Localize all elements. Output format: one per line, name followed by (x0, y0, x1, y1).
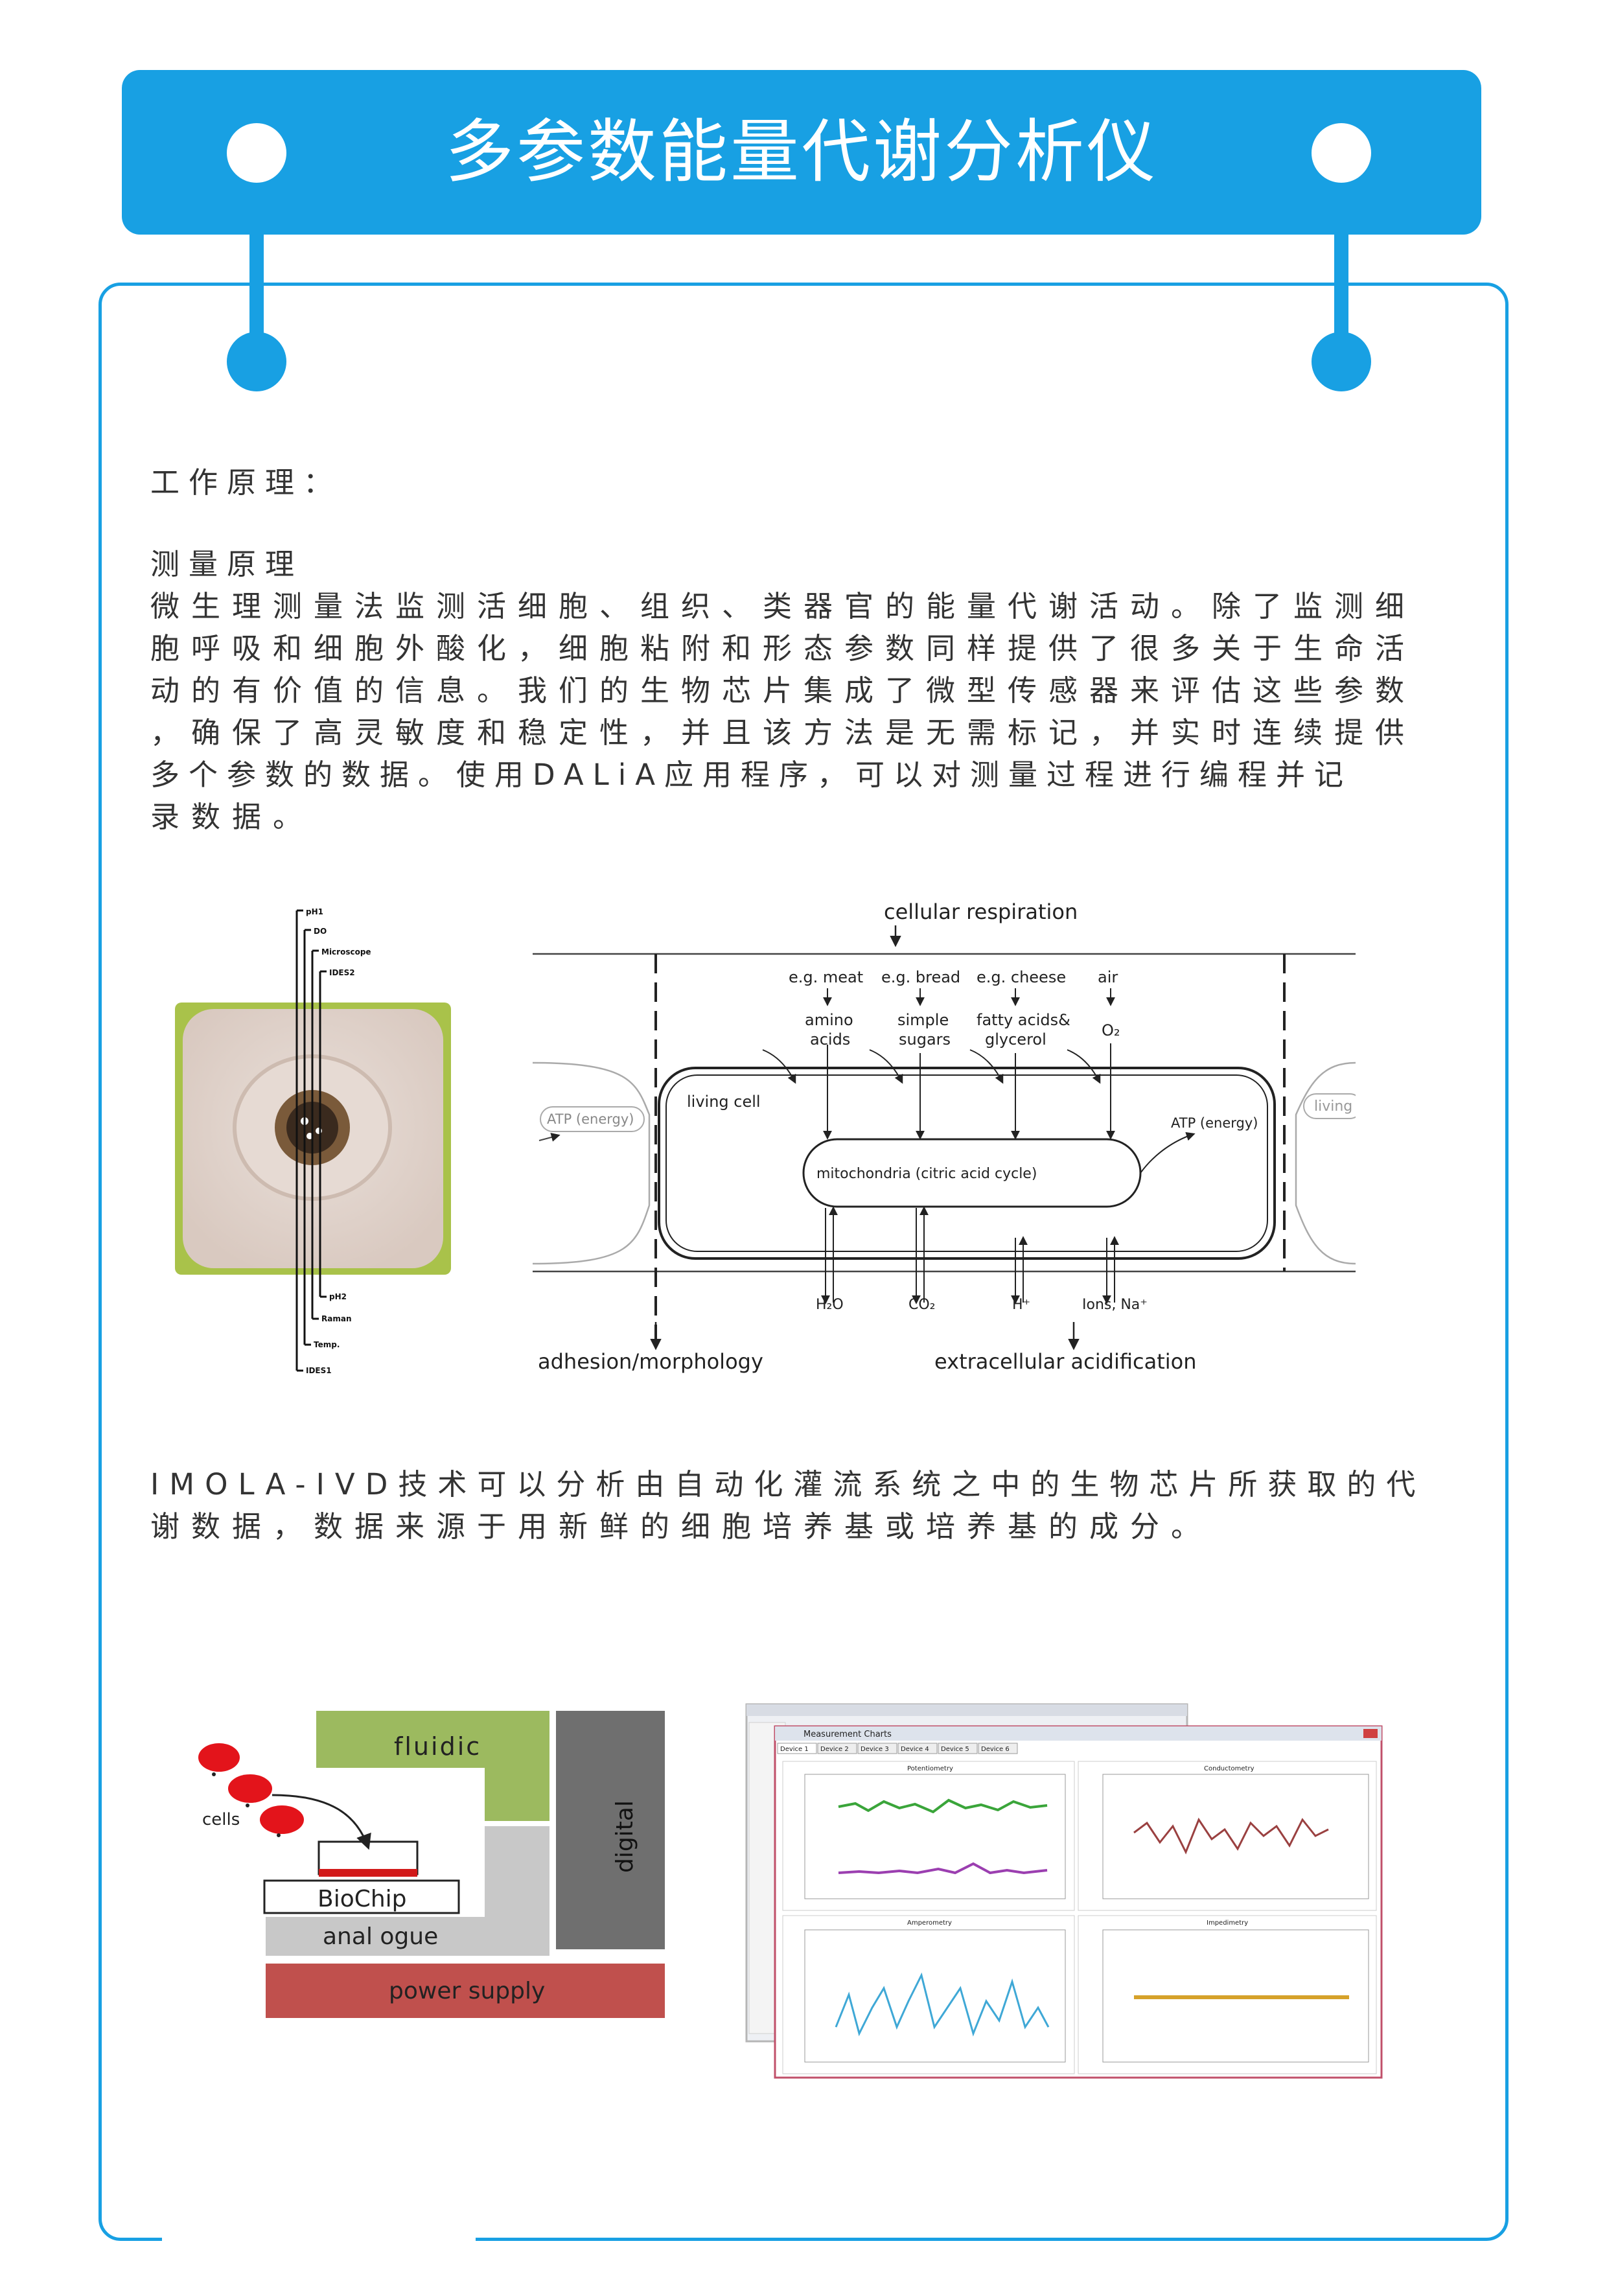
green-trace (838, 1798, 1048, 1814)
chip-label: pH2 (329, 1292, 347, 1301)
panel-title: Impedimetry (1207, 1919, 1248, 1927)
chip-label: Microscope (321, 947, 371, 957)
paragraph-line: ，确保了高灵敏度和稳定性，并且该方法是无需标记，并实时连续提供 (150, 715, 1416, 750)
maroon-trace (1133, 1817, 1329, 1855)
paragraph-line: IMOLA-IVD技术可以分析由自动化灌流系统之中的生物芯片所获取的代 (150, 1467, 1426, 1502)
cells-label: cells (202, 1810, 240, 1829)
tab-label[interactable]: Device 6 (981, 1746, 1010, 1753)
output-label: H⁺ (1012, 1297, 1030, 1313)
fluidic-label: fluidic (394, 1732, 481, 1761)
panel-title: Conductometry (1204, 1765, 1254, 1772)
paragraph-line: 动的有价值的信息。我们的生物芯片集成了微型传感器来评估这些参数 (150, 673, 1416, 708)
biochip-label: BioChip (318, 1886, 407, 1912)
window-title: Measurement Charts (804, 1730, 892, 1739)
digital-label: digital (612, 1800, 638, 1873)
output-label: Ions, Na⁺ (1082, 1297, 1148, 1313)
nutrient-label: acids (810, 1030, 850, 1049)
food-label: e.g. meat (789, 968, 863, 986)
chip-label: Temp. (314, 1340, 340, 1349)
chip-label: DO (314, 927, 327, 936)
output-label: CO₂ (908, 1297, 936, 1313)
nutrient-label: fatty acids& (977, 1011, 1070, 1029)
biochip-photo: pH1 DO Microscope IDES2 pH2 Raman Temp. … (170, 904, 461, 1377)
card-bottom-gap (162, 2236, 476, 2247)
imola-text: IMOLA-IVD技术可以分析由自动化灌流系统之中的生物芯片所获取的代 谢数据，… (150, 1463, 1426, 1548)
page-title: 多参数能量代谢分析仪 (445, 112, 1158, 192)
tab-label[interactable]: Device 5 (941, 1746, 969, 1753)
living-cell-label: living cell (687, 1093, 761, 1111)
tab-label[interactable]: Device 3 (861, 1746, 889, 1753)
paragraph-line: 录数据。 (150, 800, 314, 834)
atp-out-label: ATP (energy) (1171, 1115, 1258, 1131)
chip-label: IDES1 (306, 1366, 332, 1375)
section-heading: 工作原理： (150, 465, 342, 500)
chip-label: pH1 (306, 907, 323, 916)
paragraph-line: 多个参数的数据。使用DALiA应用程序，可以对测量过程进行编程并记 (150, 758, 1353, 792)
food-label: e.g. cheese (977, 968, 1066, 986)
chip-label: Raman (321, 1314, 351, 1323)
title-banner: 多参数能量代谢分析仪 (122, 70, 1481, 235)
respiration-diagram: cellular respiration e.g. meat e.g. brea… (533, 894, 1356, 1374)
paragraph-line: 微生理测量法监测活细胞、组织、类器官的能量代谢活动。除了监测细 (150, 589, 1416, 623)
mitochondria-label: mitochondria (citric acid cycle) (816, 1166, 1037, 1182)
food-label: e.g. bread (881, 968, 960, 986)
left-cell-label: ATP (energy) (547, 1111, 634, 1127)
analogue-label: anal ogue (323, 1923, 438, 1950)
system-diagram: fluidic digital anal ogue power supply B… (188, 1698, 680, 2022)
paragraph-line: 谢数据，数据来源于用新鲜的细胞培养基或培养基的成分。 (150, 1509, 1212, 1544)
power-label: power supply (389, 1978, 545, 2004)
nutrient-label: simple (897, 1011, 949, 1029)
panel-title: Potentiometry (907, 1765, 953, 1772)
banner-dot-right (1312, 123, 1371, 183)
nutrient-label: sugars (899, 1030, 951, 1049)
tab-label[interactable]: Device 1 (780, 1746, 809, 1753)
banner-dot-left (227, 123, 286, 183)
nutrient-label: O₂ (1102, 1021, 1120, 1039)
principle-subheading: 测量原理 (150, 547, 304, 581)
principle-text: 测量原理 微生理测量法监测活细胞、组织、类器官的能量代谢活动。除了监测细 胞呼吸… (150, 543, 1416, 838)
adhesion-label: adhesion/morphology (538, 1349, 763, 1374)
connector-dot-left (227, 332, 286, 391)
diagram-title: cellular respiration (884, 899, 1078, 924)
panel-title: Amperometry (907, 1919, 952, 1927)
nutrient-label: amino (805, 1011, 853, 1029)
software-screenshot: Measurement Charts Device 1 Device 2 Dev… (745, 1703, 1383, 2079)
nutrient-label: glycerol (985, 1030, 1046, 1049)
connector-dot-right (1312, 332, 1371, 391)
content-card (98, 283, 1509, 2241)
food-label: air (1098, 968, 1118, 986)
chip-label: IDES2 (329, 968, 355, 977)
output-label: H₂O (816, 1297, 844, 1313)
acidification-label: extracellular acidification (934, 1349, 1197, 1374)
blue-trace (835, 1972, 1050, 2037)
paragraph-line: 胞呼吸和细胞外酸化，细胞粘附和形态参数同样提供了很多关于生命活 (150, 631, 1416, 666)
purple-trace (838, 1862, 1048, 1875)
tab-label[interactable]: Device 2 (820, 1746, 849, 1753)
tab-label[interactable]: Device 4 (901, 1746, 929, 1753)
right-cell-label: living (1314, 1098, 1352, 1115)
